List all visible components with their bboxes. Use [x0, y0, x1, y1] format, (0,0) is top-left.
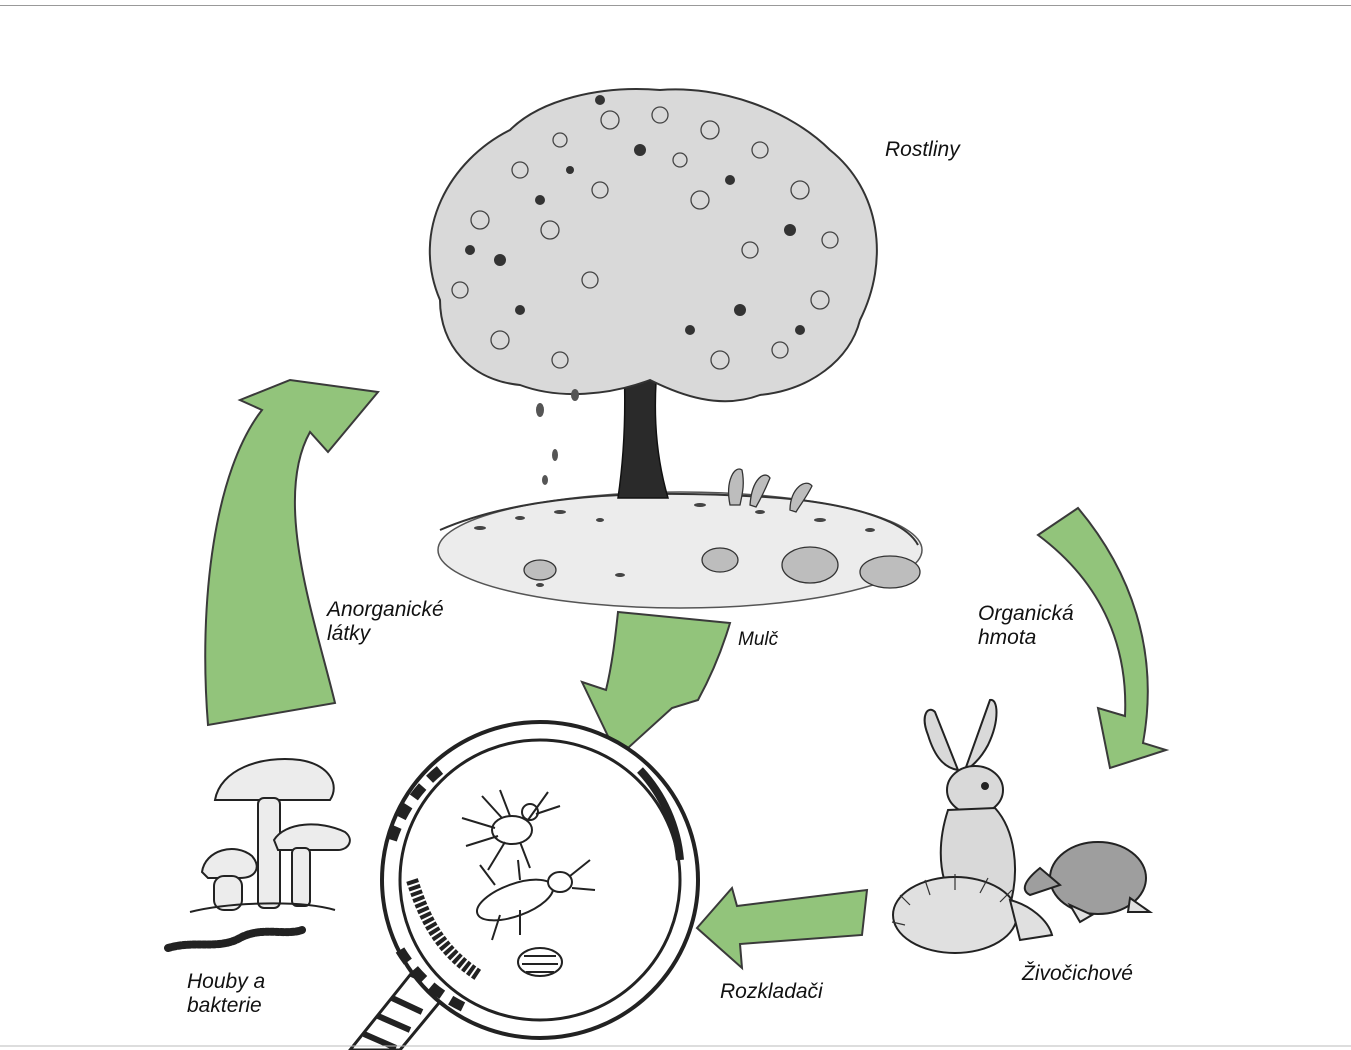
arrow-animals-to-decomposers — [697, 888, 867, 968]
label-organic-line2: hmota — [978, 626, 1074, 650]
label-mulch: Mulč — [738, 628, 778, 652]
label-inorganic-substances: Anorganické látky — [327, 598, 444, 646]
arrow-inorganic-to-plants — [205, 380, 378, 725]
magnifier-icon — [350, 722, 698, 1050]
rabbit-icon — [925, 700, 1015, 905]
label-organic-matter: Organická hmota — [978, 602, 1074, 650]
label-fungi-line2: bakterie — [187, 994, 265, 1018]
label-inorganic-line1: Anorganické — [327, 598, 444, 622]
tree-icon — [430, 89, 922, 608]
label-decomposers: Rozkladači — [720, 980, 823, 1004]
earthworm-icon — [168, 930, 302, 948]
label-inorganic-line2: látky — [327, 622, 444, 646]
label-plants: Rostliny — [885, 138, 960, 162]
woodlouse-icon — [518, 948, 562, 976]
label-fungi-line1: Houby a — [187, 970, 265, 994]
label-organic-line1: Organická — [978, 602, 1074, 626]
label-animals: Živočichové — [1022, 962, 1133, 986]
label-fungi-bacteria: Houby a bakterie — [187, 970, 265, 1018]
mushroom-icon — [190, 759, 350, 912]
mole-icon — [1025, 842, 1150, 922]
